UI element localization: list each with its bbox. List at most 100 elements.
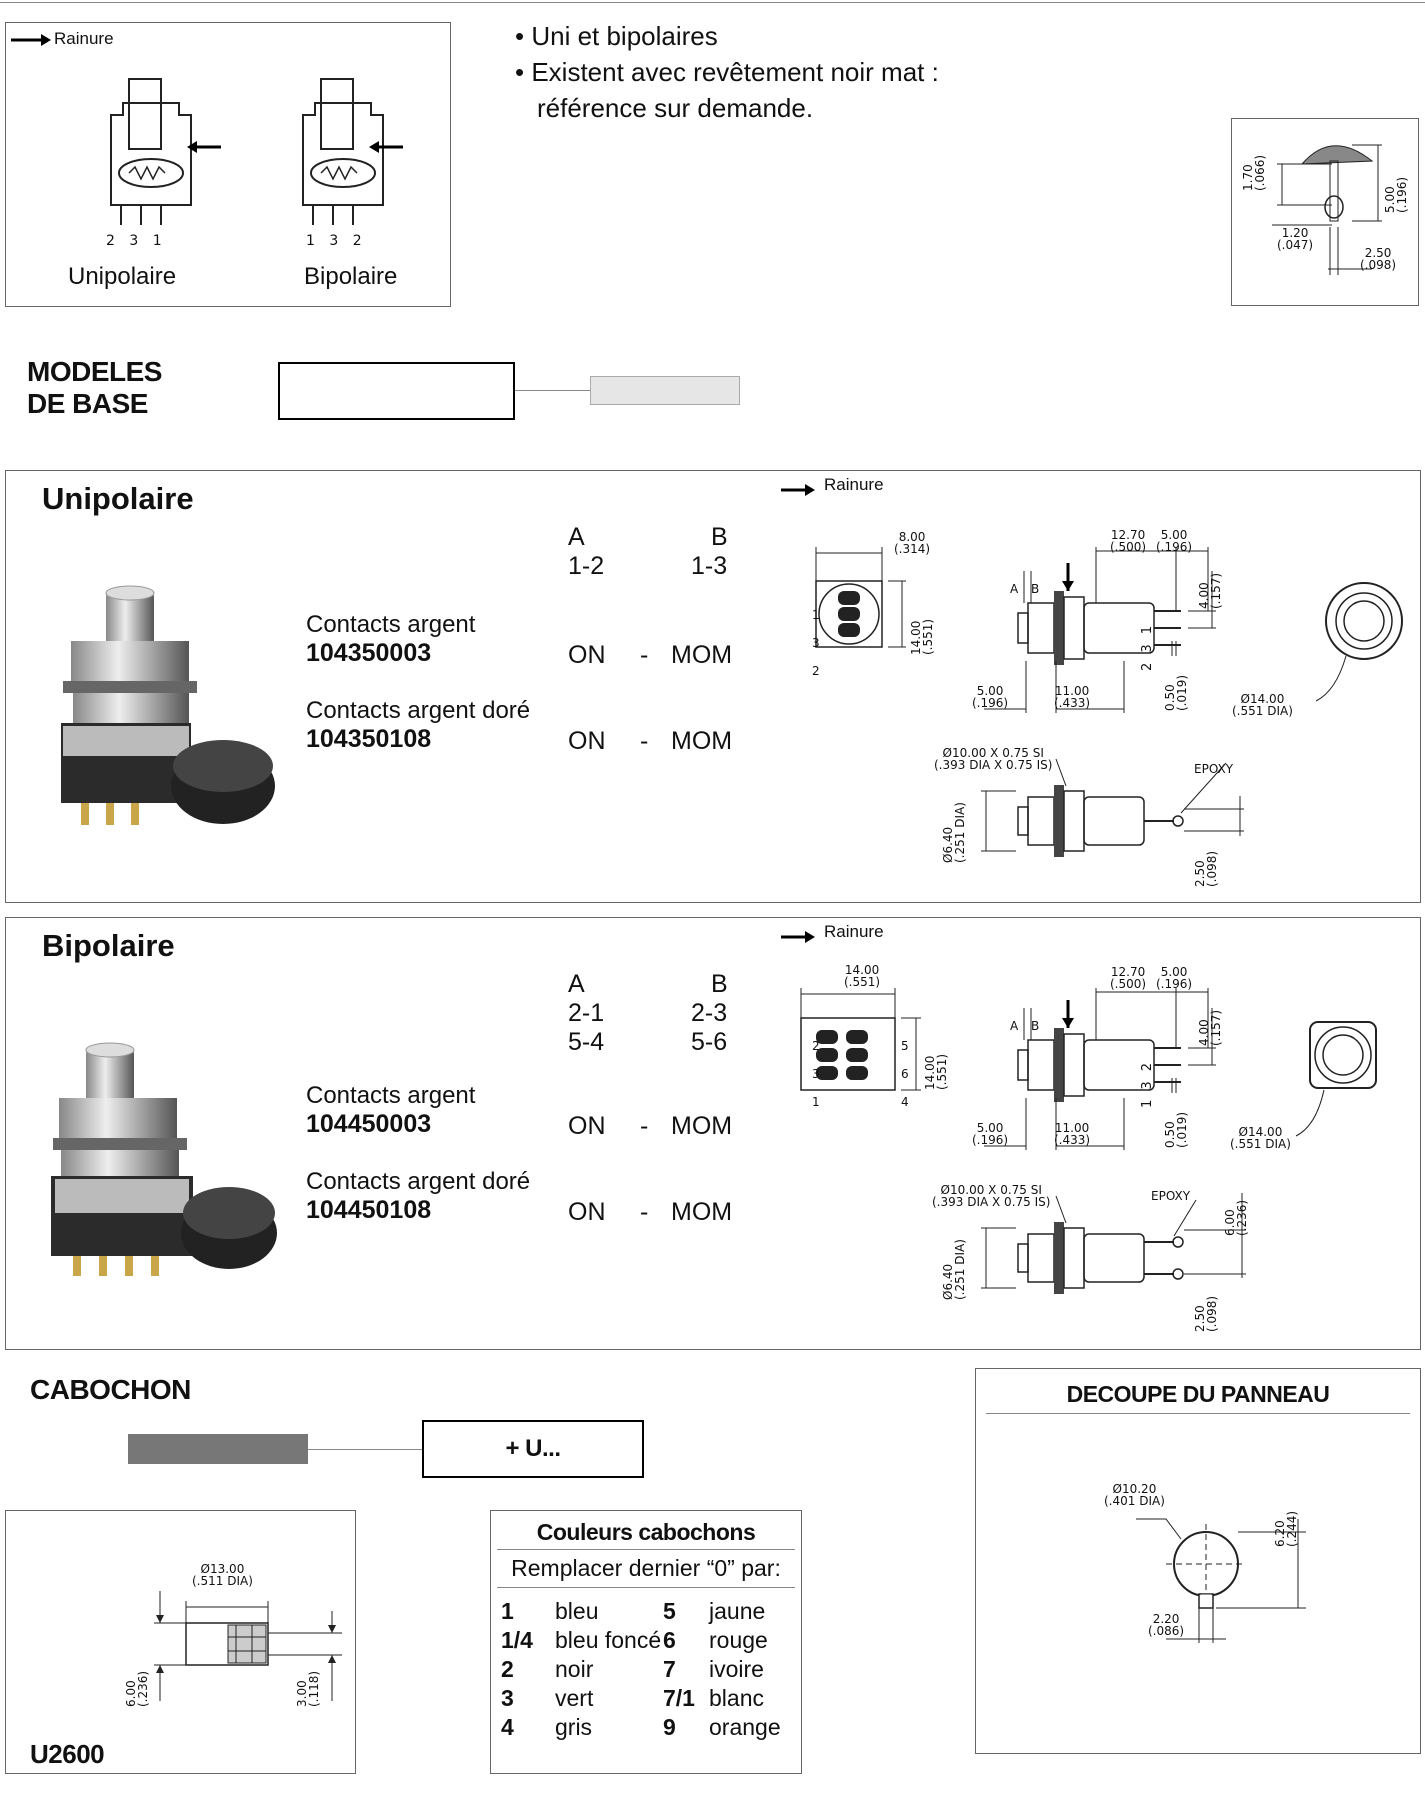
legend-rainure: Rainure bbox=[54, 29, 114, 48]
decoupe-box: DECOUPE DU PANNEAU Ø10.20(.401 DIA) 6.20… bbox=[975, 1368, 1421, 1754]
bi-dim-l2-mm: 5.00 bbox=[1160, 965, 1188, 979]
bi-ab-a: A bbox=[1010, 1019, 1019, 1033]
uni-dim-h: 14.00(.551) bbox=[909, 619, 935, 655]
bi-b-row-1: 2-3 bbox=[691, 999, 728, 1027]
uni-dim-thread-mm: Ø10.00 X 0.75 SI bbox=[942, 746, 1044, 760]
uni-dim-dia-in: (.551 DIA) bbox=[1232, 704, 1293, 718]
bi-a-row-2: 5-4 bbox=[568, 1028, 605, 1056]
color-name: orange bbox=[709, 1714, 781, 1740]
bi-dim-h: 14.00(.551) bbox=[923, 1053, 949, 1090]
couleurs-title-rule bbox=[497, 1549, 795, 1550]
bi-dim-l3-in: (.157) bbox=[1209, 1009, 1223, 1046]
uni-dim-l4: 5.00(.196) bbox=[972, 685, 1008, 709]
bi-pin-l-1: 1 bbox=[812, 1095, 820, 1109]
color-name: gris bbox=[555, 1714, 593, 1740]
bi-col-a: A bbox=[568, 970, 585, 998]
decoupe-dim-h: 6.20(.244) bbox=[1273, 1510, 1299, 1547]
color-num: 3 bbox=[501, 1685, 514, 1711]
uni-item-1-b: MOM bbox=[671, 641, 733, 669]
u2600-dim-h2-in: (.118) bbox=[307, 1670, 321, 1707]
decoupe-dim-dia-in: (.401 DIA) bbox=[1104, 1494, 1165, 1508]
bi-dim-dia-in: (.551 DIA) bbox=[1230, 1137, 1291, 1151]
u2600-box: Ø13.00(.511 DIA) 6.00(.236) 3.00(.118) U… bbox=[5, 1510, 356, 1774]
cap-dim-120: 1.20(.047) bbox=[1277, 227, 1313, 251]
uni-dim-d250-in: (.098) bbox=[1205, 850, 1219, 887]
bi-dim-l5-mm: 11.00 bbox=[1054, 1121, 1090, 1135]
color-name: jaune bbox=[709, 1598, 766, 1624]
bi-dim-d640-in: (.251 DIA) bbox=[953, 1239, 967, 1300]
decoupe-dim-w-in: (.086) bbox=[1148, 1624, 1185, 1638]
decoupe-dim-h-in: (.244) bbox=[1285, 1510, 1299, 1547]
bi-dim-l4-in: (.196) bbox=[972, 1133, 1009, 1147]
u2600-dim-h2: 3.00(.118) bbox=[295, 1670, 321, 1707]
uni-dim-l2-mm: 5.00 bbox=[1160, 528, 1188, 542]
u2600-dim-h: 6.00(.236) bbox=[124, 1671, 150, 1707]
bi-item-1-code: 104450003 bbox=[306, 1110, 432, 1138]
color-num: 1 bbox=[501, 1598, 514, 1624]
decoupe-dim-w: 2.20(.086) bbox=[1148, 1613, 1184, 1637]
bi-ab-b: B bbox=[1031, 1019, 1040, 1033]
cabochon-suffix-box: + U... bbox=[422, 1420, 644, 1478]
uni-dim-l4-mm: 5.00 bbox=[976, 684, 1004, 698]
couleurs-subtitle-rule bbox=[497, 1587, 795, 1588]
bi-rainure: Rainure bbox=[824, 922, 884, 941]
cabochon-title: CABOCHON bbox=[30, 1374, 191, 1405]
uni-dim-l5-in: (.433) bbox=[1054, 696, 1091, 710]
uni-dim-w-in: (.314) bbox=[894, 542, 931, 556]
uni-pin-3: 3 bbox=[812, 636, 820, 650]
legend-bipolaire: Bipolaire bbox=[304, 263, 398, 290]
decoupe-dim-w-mm: 2.20 bbox=[1152, 1612, 1180, 1626]
uni-dim-l1-mm: 12.70 bbox=[1110, 528, 1146, 542]
bi-dim-l1-in: (.500) bbox=[1110, 977, 1147, 991]
uni-dim-w: 8.00(.314) bbox=[894, 531, 930, 555]
bi-dim-l6: 0.50(.019) bbox=[1163, 1112, 1189, 1148]
uni-rainure: Rainure bbox=[824, 475, 884, 494]
bi-dim-l1: 12.70(.500) bbox=[1110, 966, 1146, 990]
uni-dim-l3: 4.00(.157) bbox=[1197, 573, 1223, 609]
bi-dim-h-in: (.551) bbox=[935, 1053, 949, 1090]
bi-dim-l2-in: (.196) bbox=[1156, 977, 1193, 991]
uni-dim-l5: 11.00(.433) bbox=[1054, 685, 1090, 709]
legend-unipolaire: Unipolaire bbox=[68, 263, 177, 290]
color-row: 4 gris bbox=[501, 1713, 661, 1742]
bi-item-1-label: Contacts argent bbox=[306, 1082, 476, 1109]
unipolaire-title: Unipolaire bbox=[42, 481, 194, 516]
color-name: ivoire bbox=[709, 1656, 764, 1682]
color-num: 4 bbox=[501, 1714, 514, 1740]
bi-dim-w: 14.00(.551) bbox=[844, 964, 880, 988]
features-list: • Uni et bipolaires • Existent avec revê… bbox=[515, 18, 939, 126]
bi-dim-thread-mm: Ø10.00 X 0.75 SI bbox=[940, 1183, 1042, 1197]
uni-item-1-label: Contacts argent bbox=[306, 611, 476, 638]
uni-dim-d250: 2.50(.098) bbox=[1193, 850, 1219, 887]
uni-dim-dia: Ø14.00(.551 DIA) bbox=[1232, 693, 1293, 717]
uni-dim-thread: Ø10.00 X 0.75 SI(.393 DIA X 0.75 IS) bbox=[934, 747, 1052, 771]
uni-ab-b: B bbox=[1031, 582, 1040, 596]
bi-dim-thread-in: (.393 DIA X 0.75 IS) bbox=[932, 1195, 1051, 1209]
bi-dim-dia: Ø14.00(.551 DIA) bbox=[1230, 1126, 1291, 1150]
couleurs-title: Couleurs cabochons bbox=[536, 1519, 756, 1545]
color-num: 5 bbox=[663, 1598, 676, 1624]
bi-item-2-label: Contacts argent doré bbox=[306, 1168, 531, 1195]
bi-pin-r-6: 6 bbox=[901, 1067, 909, 1081]
cap-dim-500-in: (.196) bbox=[1395, 176, 1409, 213]
bi-dim-l4-mm: 5.00 bbox=[976, 1121, 1004, 1135]
bi-item-1-a: ON bbox=[568, 1112, 606, 1140]
uni-dim-d640-in: (.251 DIA) bbox=[953, 802, 967, 863]
cap-dim-170-in: (.066) bbox=[1253, 154, 1267, 191]
bi-dim-thread: Ø10.00 X 0.75 SI(.393 DIA X 0.75 IS) bbox=[932, 1184, 1050, 1208]
uni-item-2-a: ON bbox=[568, 727, 606, 755]
u2600-dim-dia-in: (.511 DIA) bbox=[192, 1574, 253, 1588]
feature-item: • Existent avec revêtement noir mat : bbox=[515, 57, 939, 87]
uni-dim-d640: Ø6.40(.251 DIA) bbox=[941, 802, 967, 863]
bi-dim-l5-in: (.433) bbox=[1054, 1133, 1091, 1147]
couleurs-box: Couleurs cabochons Remplacer dernier “0”… bbox=[490, 1510, 802, 1774]
cabochon-connector-line bbox=[308, 1449, 422, 1450]
uni-side-pins: 2 3 1 bbox=[1140, 625, 1155, 671]
color-name: bleu foncé bbox=[555, 1627, 662, 1653]
uni-dim-l1: 12.70(.500) bbox=[1110, 529, 1146, 553]
